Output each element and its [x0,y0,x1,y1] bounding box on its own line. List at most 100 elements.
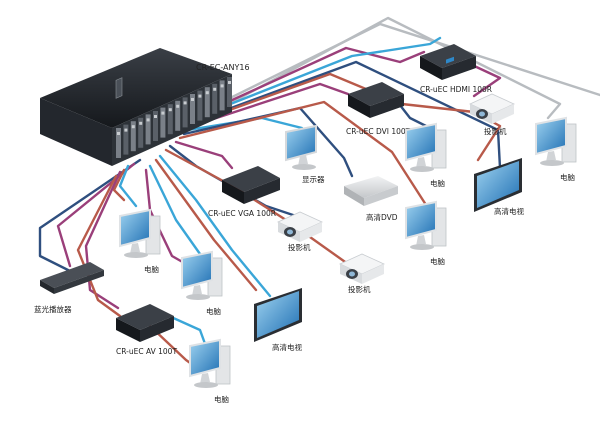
slot-port [154,115,157,118]
slot-port [205,91,209,95]
slot-port [139,121,143,125]
chassis-slot [219,80,225,111]
chassis-port-row [116,77,232,158]
chassis-slot [145,114,151,145]
pc-screen [119,208,151,248]
cable [144,168,188,266]
tv: 高清电视 [474,158,524,216]
pc-label: 电脑 [206,306,221,316]
cable [56,162,136,268]
bluray-player: 蓝光播放器 [34,262,104,314]
bluray-label: 蓝光播放器 [34,304,72,314]
pc-label: 电脑 [430,178,445,188]
chassis-slot [160,107,166,138]
chassis-slot [175,100,181,131]
chassis-slot [204,87,210,118]
chassis-slot [167,104,173,135]
pc: 电脑 [189,338,231,404]
av-receiver: CR-uEC AV 100T [116,304,177,356]
slot-port [191,98,194,101]
cable [118,164,138,208]
chassis-slot [116,128,121,158]
pc: 电脑 [405,122,447,188]
hdmi-receiver-label: CR-uEC HDMI 100R [420,85,492,94]
projector-label: 投影机 [484,126,507,136]
cable [190,82,350,128]
projector: 投影机 [339,253,385,294]
tv-screen [477,161,519,208]
pc-label: 电脑 [430,256,445,266]
chassis-slot [153,111,158,141]
cable [158,154,272,298]
cable [204,46,426,114]
dvi-receiver-label: CR-uEC DVI 100T [346,127,411,136]
pc-screen [181,250,213,290]
slot-port [213,87,217,91]
slot-port [220,84,224,88]
av-receiver-label: CR-uEC AV 100T [116,347,177,356]
chassis-slot [227,77,232,107]
chassis-ports [115,77,123,99]
pc-label: 电脑 [214,394,229,404]
projector: 投影机 [469,93,515,136]
hdmi-receiver: CR-uEC HDMI 100R [420,44,492,94]
dvi-receiver: CR-uEC DVI 100T [346,82,411,136]
pc-screen [405,122,437,162]
chassis-slot [212,83,218,114]
chassis-slot [197,90,203,121]
pc-screen [535,116,567,156]
slot-port [124,128,128,132]
slot-port [176,104,180,108]
monitor-small: 显示器 [285,124,325,184]
chassis-slot [182,97,188,128]
pc-label: 电脑 [560,172,575,182]
tv-label: 高清电视 [272,342,302,352]
chassis-slot [138,117,144,148]
slot-port [198,94,202,98]
cable [174,140,234,170]
cable [178,100,430,210]
pc: 电脑 [181,250,223,316]
chassis-label: CR-EC-ANY16 [196,63,250,72]
dvd-label: 高清DVD [366,212,398,222]
cable [202,60,502,170]
monitor-small-label: 显示器 [302,175,325,184]
projector-label: 投影机 [288,242,311,252]
vga-receiver-label: CR-uEC VGA 100R [208,209,276,218]
tv: 高清电视 [254,288,302,352]
slot-port [168,108,172,112]
pc: 电脑 [119,208,161,274]
tv-label: 高清电视 [494,206,524,216]
pc: 电脑 [535,116,577,182]
projector: 投影机 [277,211,323,252]
chassis-slot [123,124,129,155]
pc: 电脑 [405,200,447,266]
slot-port [228,81,231,84]
cable [38,158,142,274]
pc-label: 电脑 [144,264,159,274]
pc-screen [189,338,221,378]
vga-receiver: CR-uEC VGA 100R [208,166,280,218]
cable [112,168,126,202]
cable [164,148,350,266]
cable [208,22,600,110]
cable [468,62,502,98]
chassis-slot [190,94,195,124]
chassis-slot [130,121,136,152]
dvd-player: 高清DVD [344,176,398,222]
cable [154,158,258,292]
projector-label: 投影机 [348,284,371,294]
cable [198,36,442,118]
chassis-device: CR-EC-ANY16 [40,48,250,166]
slot-port [146,118,150,122]
cable [148,164,202,256]
slot-port [131,125,135,129]
slot-port [183,101,187,105]
pc-screen [405,200,437,240]
slot-port [161,111,165,115]
